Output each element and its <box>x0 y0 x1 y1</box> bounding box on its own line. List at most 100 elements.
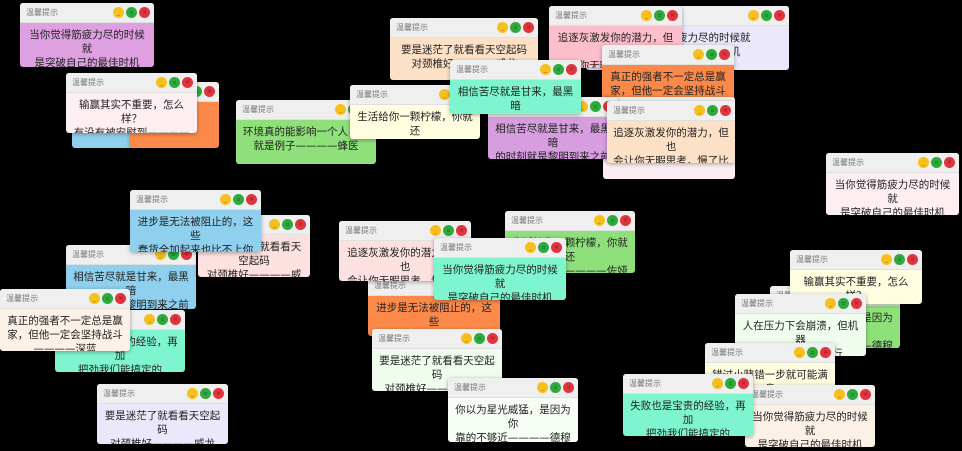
title-bar[interactable]: 温馨提示 _ ▫ × <box>97 384 228 404</box>
minimize-button[interactable]: _ <box>918 157 929 168</box>
close-button[interactable]: × <box>551 242 562 253</box>
minimize-button[interactable]: _ <box>187 388 198 399</box>
maximize-button[interactable]: ▫ <box>538 242 549 253</box>
minimize-button[interactable]: _ <box>540 64 551 75</box>
close-button[interactable]: × <box>182 77 193 88</box>
close-button[interactable]: × <box>719 49 730 60</box>
title-bar[interactable]: 温馨提示 _ ▫ × <box>745 385 875 405</box>
title-bar[interactable]: 温馨提示 _ ▫ × <box>448 378 578 398</box>
minimize-button[interactable]: _ <box>825 298 836 309</box>
title-bar[interactable]: 温馨提示 _ ▫ × <box>826 153 959 173</box>
minimize-button[interactable]: _ <box>594 215 605 226</box>
maximize-button[interactable]: ▫ <box>510 22 521 33</box>
maximize-button[interactable]: ▫ <box>931 157 942 168</box>
maximize-button[interactable]: ▫ <box>282 219 293 230</box>
title-bar[interactable]: 温馨提示 _ ▫ × <box>450 60 581 80</box>
minimize-button[interactable]: _ <box>461 333 472 344</box>
popup-window-1[interactable]: 温馨提示 _ ▫ × 当你觉得筋疲力尽的时候就 是突破自己的最佳时机 ————牧… <box>20 3 154 67</box>
minimize-button[interactable]: _ <box>712 378 723 389</box>
maximize-button[interactable]: ▫ <box>126 7 137 18</box>
close-button[interactable]: × <box>139 7 150 18</box>
maximize-button[interactable]: ▫ <box>707 105 718 116</box>
title-bar[interactable]: 温馨提示 _ ▫ × <box>705 343 835 363</box>
title-bar[interactable]: 温馨提示 _ ▫ × <box>505 211 635 231</box>
popup-window-17[interactable]: 温馨提示 _ ▫ × 进步是无法被阻止的，这些 蠢货全加起来也比不上你 ————… <box>130 190 261 252</box>
maximize-button[interactable]: ▫ <box>233 194 244 205</box>
close-button[interactable]: × <box>860 389 871 400</box>
close-button[interactable]: × <box>907 254 918 265</box>
minimize-button[interactable]: _ <box>113 7 124 18</box>
minimize-button[interactable]: _ <box>144 314 155 325</box>
close-button[interactable]: × <box>667 10 678 21</box>
minimize-button[interactable]: _ <box>834 389 845 400</box>
title-bar[interactable]: 温馨提示 _ ▫ × <box>623 374 753 394</box>
minimize-button[interactable]: _ <box>641 10 652 21</box>
close-button[interactable]: × <box>295 219 306 230</box>
minimize-button[interactable]: _ <box>430 225 441 236</box>
minimize-button[interactable]: _ <box>525 242 536 253</box>
close-button[interactable]: × <box>620 215 631 226</box>
minimize-button[interactable]: _ <box>335 104 346 115</box>
popup-window-19[interactable]: 温馨提示 _ ▫ × 真正的强者不一定总是赢 家，但他一定会坚持战斗 ————深… <box>0 289 130 351</box>
minimize-button[interactable]: _ <box>156 77 167 88</box>
maximize-button[interactable]: ▫ <box>725 378 736 389</box>
close-button[interactable]: × <box>566 64 577 75</box>
maximize-button[interactable]: ▫ <box>807 347 818 358</box>
minimize-button[interactable]: _ <box>537 382 548 393</box>
maximize-button[interactable]: ▫ <box>761 10 772 21</box>
minimize-button[interactable]: _ <box>881 254 892 265</box>
popup-window-26[interactable]: 温馨提示 _ ▫ × 要是迷茫了就看看天空起码 对颈椎好————威龙 <box>97 384 228 444</box>
minimize-button[interactable]: _ <box>577 101 588 112</box>
title-bar[interactable]: 温馨提示 _ ▫ × <box>339 221 471 241</box>
maximize-button[interactable]: ▫ <box>706 49 717 60</box>
minimize-button[interactable]: _ <box>748 10 759 21</box>
title-bar[interactable]: 温馨提示 _ ▫ × <box>602 45 734 65</box>
close-button[interactable]: × <box>774 10 785 21</box>
minimize-button[interactable]: _ <box>89 293 100 304</box>
maximize-button[interactable]: ▫ <box>200 388 211 399</box>
close-button[interactable]: × <box>523 22 534 33</box>
close-button[interactable]: × <box>181 249 192 260</box>
title-bar[interactable]: 温馨提示 _ ▫ × <box>130 190 261 210</box>
maximize-button[interactable]: ▫ <box>838 298 849 309</box>
popup-window-14[interactable]: 温馨提示 _ ▫ × 当你觉得筋疲力尽的时候就 是突破自己的最佳时机 ————牧… <box>826 153 959 215</box>
close-button[interactable]: × <box>720 105 731 116</box>
close-button[interactable]: × <box>204 86 215 97</box>
popup-window-12[interactable]: 温馨提示 _ ▫ × 相信苦尽就是甘来，最黑暗 的时刻就是黎明到来之前 ————… <box>450 60 581 114</box>
title-bar[interactable]: 温馨提示 _ ▫ × <box>236 100 376 120</box>
close-button[interactable]: × <box>738 378 749 389</box>
popup-window-31[interactable]: 温馨提示 _ ▫ × 当你觉得筋疲力尽的时候就 是突破自己的最佳时机 ————牧… <box>745 385 875 447</box>
minimize-button[interactable]: _ <box>497 22 508 33</box>
close-button[interactable]: × <box>456 225 467 236</box>
maximize-button[interactable]: ▫ <box>102 293 113 304</box>
maximize-button[interactable]: ▫ <box>847 389 858 400</box>
close-button[interactable]: × <box>944 157 955 168</box>
title-bar[interactable]: 温馨提示 _ ▫ × <box>0 289 130 309</box>
minimize-button[interactable]: _ <box>794 347 805 358</box>
title-bar[interactable]: 温馨提示 _ ▫ × <box>20 3 154 23</box>
title-bar[interactable]: 温馨提示 _ ▫ × <box>549 6 682 26</box>
title-bar[interactable]: 温馨提示 _ ▫ × <box>434 238 566 258</box>
maximize-button[interactable]: ▫ <box>654 10 665 21</box>
popup-window-32[interactable]: 温馨提示 _ ▫ × 失败也是宝贵的经验，再加 把劲我们能搞定的 ————牧羊人 <box>623 374 753 436</box>
maximize-button[interactable]: ▫ <box>553 64 564 75</box>
minimize-button[interactable]: _ <box>694 105 705 116</box>
maximize-button[interactable]: ▫ <box>894 254 905 265</box>
popup-window-25[interactable]: 温馨提示 _ ▫ × 你以为星光威猛，是因为你 靠的不够近————德穆 兰 <box>448 378 578 442</box>
minimize-button[interactable]: _ <box>155 249 166 260</box>
maximize-button[interactable]: ▫ <box>550 382 561 393</box>
close-button[interactable]: × <box>246 194 257 205</box>
title-bar[interactable]: 温馨提示 _ ▫ × <box>390 18 538 38</box>
title-bar[interactable]: 温馨提示 _ ▫ × <box>790 250 922 270</box>
minimize-button[interactable]: _ <box>693 49 704 60</box>
maximize-button[interactable]: ▫ <box>169 77 180 88</box>
title-bar[interactable]: 温馨提示 _ ▫ × <box>735 294 866 314</box>
minimize-button[interactable]: _ <box>220 194 231 205</box>
minimize-button[interactable]: _ <box>269 219 280 230</box>
minimize-button[interactable]: _ <box>439 89 450 100</box>
popup-window-4[interactable]: 温馨提示 _ ▫ × 真正的强者不一定总是赢 家，但他一定会坚持战斗 ————深… <box>602 45 734 107</box>
popup-window-7[interactable]: 温馨提示 _ ▫ × 输赢其实不重要，怎么样？ 有没有被安慰到———— 麦小雯 <box>66 73 197 133</box>
close-button[interactable]: × <box>563 382 574 393</box>
close-button[interactable]: × <box>487 333 498 344</box>
maximize-button[interactable]: ▫ <box>168 249 179 260</box>
